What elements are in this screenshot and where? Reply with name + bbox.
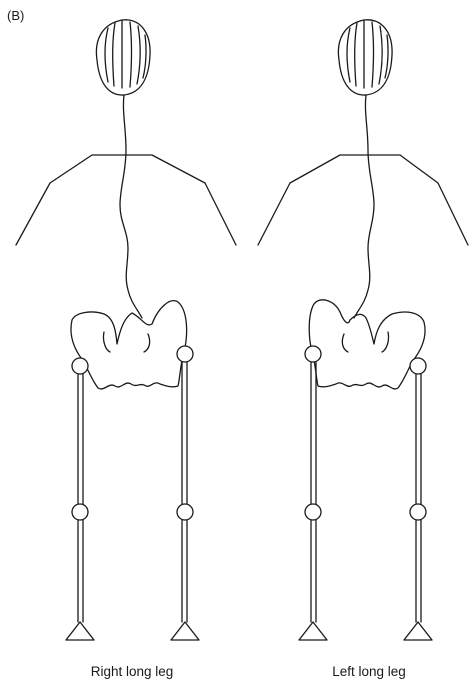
hip-joint — [410, 358, 426, 374]
foot-triangle — [171, 622, 199, 640]
knee-joint — [305, 504, 321, 520]
hip-joint — [305, 346, 321, 362]
knee-joint — [72, 504, 88, 520]
pelvis — [71, 301, 187, 389]
knee-joint — [177, 504, 193, 520]
right-leg — [404, 358, 432, 640]
knee-joint — [410, 504, 426, 520]
left-leg — [299, 346, 327, 640]
head — [96, 20, 150, 95]
panel-label: (B) — [7, 8, 24, 23]
caption-right-long-leg: Right long leg — [91, 664, 174, 679]
left-leg — [66, 358, 94, 640]
hip-joint — [177, 346, 193, 362]
shoulders — [16, 155, 236, 245]
figure-left-long-leg — [258, 20, 468, 640]
spine — [354, 95, 374, 318]
spine — [120, 95, 142, 318]
caption-left-long-leg: Left long leg — [332, 664, 406, 679]
figure-right-long-leg — [16, 20, 236, 640]
hip-joint — [72, 358, 88, 374]
head — [338, 20, 392, 95]
right-leg — [171, 346, 199, 640]
foot-triangle — [299, 622, 327, 640]
foot-triangle — [404, 622, 432, 640]
shoulders — [258, 155, 468, 245]
pelvis — [309, 300, 425, 389]
foot-triangle — [66, 622, 94, 640]
